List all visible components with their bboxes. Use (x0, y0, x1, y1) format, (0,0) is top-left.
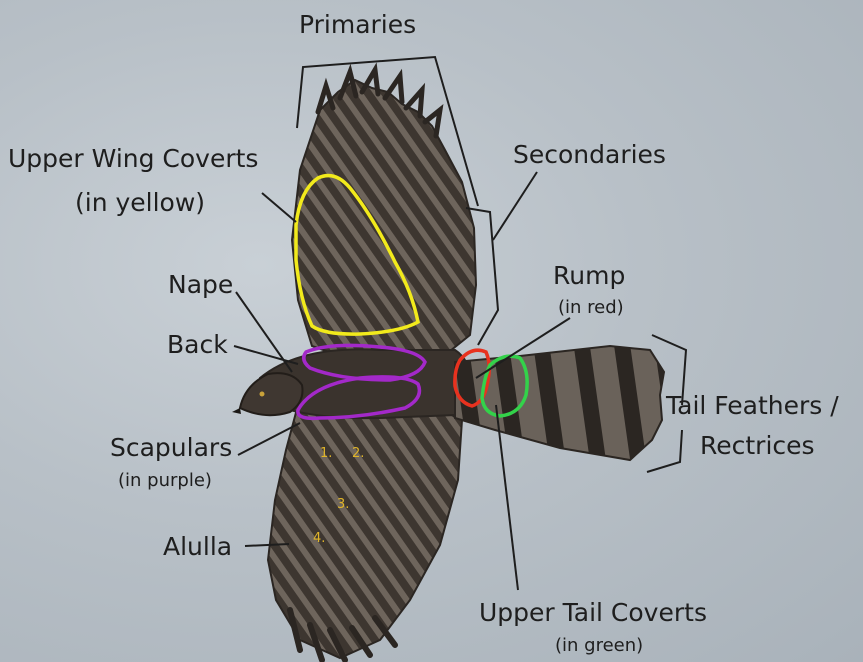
marker-1: 1. (320, 446, 332, 461)
label-scapulars-note: (in purple) (118, 472, 212, 490)
label-upper-wing-coverts: Upper Wing Coverts (8, 146, 258, 171)
marker-4: 4. (313, 531, 325, 546)
label-nape: Nape (168, 272, 233, 297)
bird-body (232, 349, 470, 418)
label-back: Back (167, 332, 228, 357)
label-rectrices: Rectrices (700, 433, 815, 458)
label-rump-note: (in red) (558, 299, 624, 317)
label-tail-feathers: Tail Feathers / (666, 393, 839, 418)
tail (455, 346, 664, 460)
marker-3: 3. (337, 497, 349, 512)
back-pointer (234, 346, 298, 364)
marker-2: 2. (352, 446, 364, 461)
upper-wing (292, 70, 476, 360)
secondaries-pointer (493, 172, 537, 240)
label-upper-wing-coverts-note: (in yellow) (75, 190, 205, 215)
label-primaries: Primaries (299, 12, 416, 37)
lower-wing (268, 400, 462, 660)
label-rump: Rump (553, 263, 625, 288)
upper-wing-coverts-pointer (262, 193, 296, 222)
label-upper-tail-coverts: Upper Tail Coverts (479, 600, 707, 625)
label-scapulars: Scapulars (110, 435, 232, 460)
label-secondaries: Secondaries (513, 142, 666, 167)
label-alulla: Alulla (163, 534, 232, 559)
label-upper-tail-coverts-note: (in green) (555, 637, 643, 655)
